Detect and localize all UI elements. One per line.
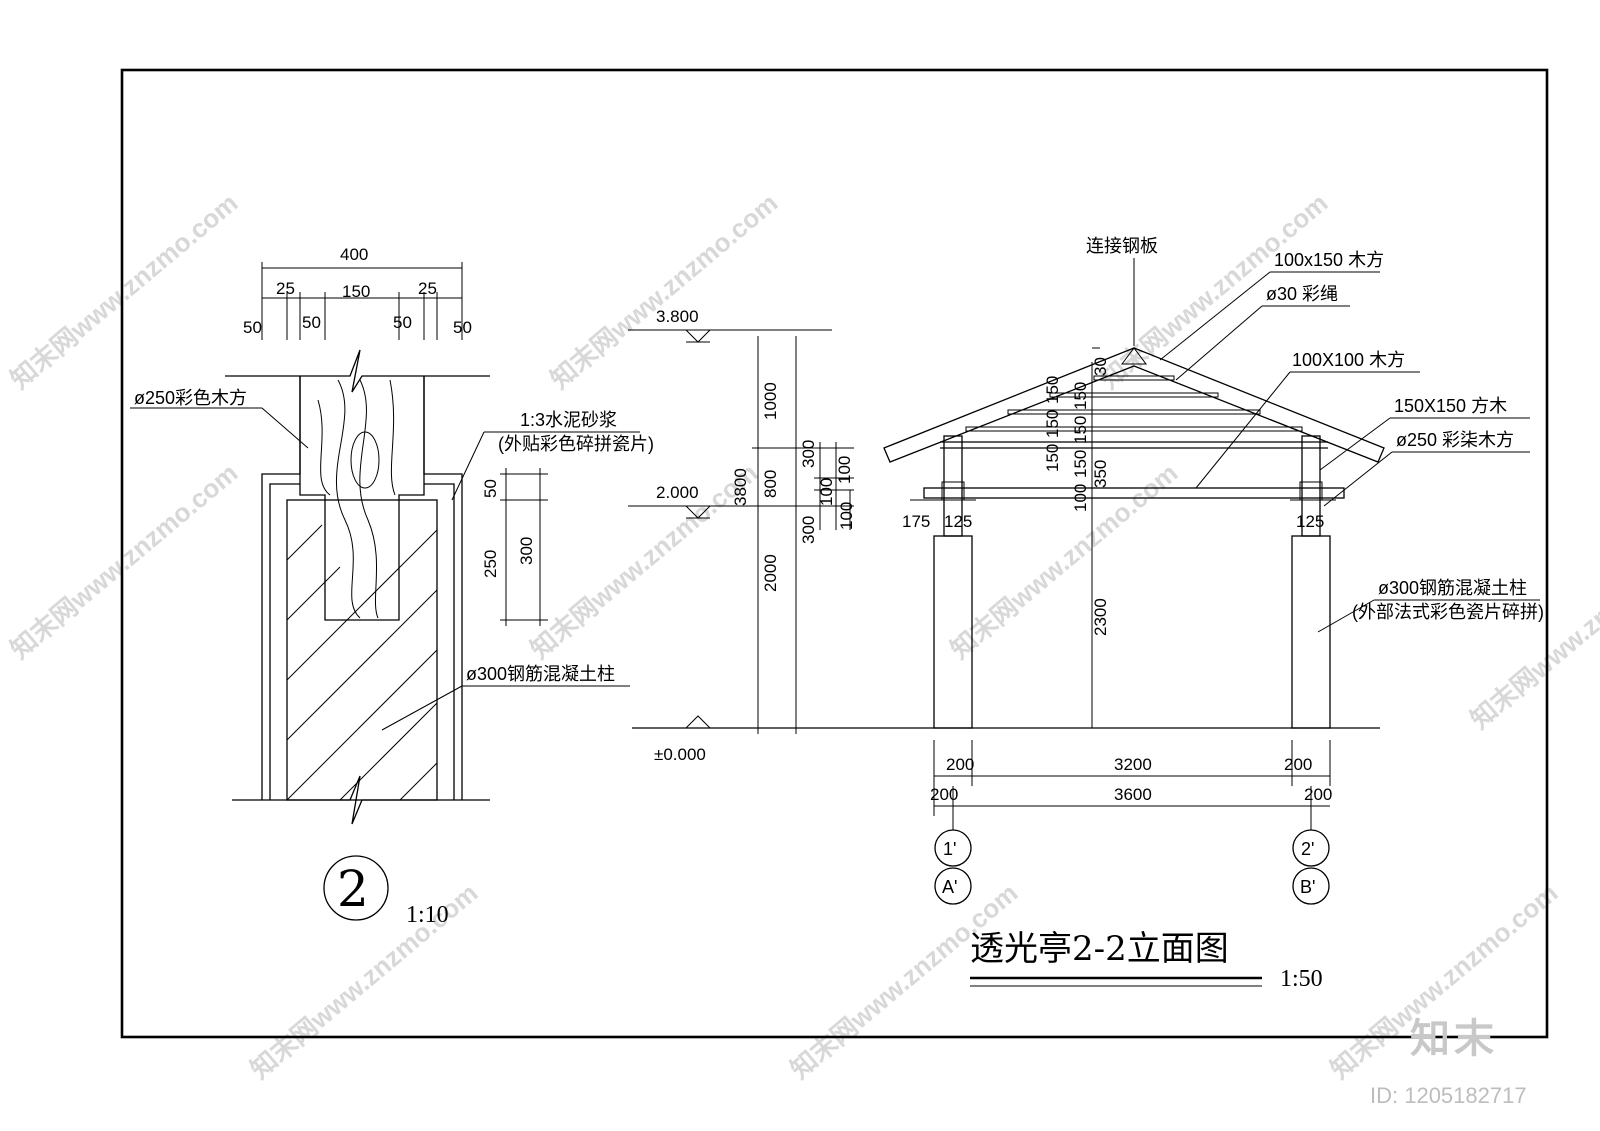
axis-label-a: A' [942, 877, 957, 897]
axis-bubble-1 [934, 829, 972, 867]
elevation-scale: 1:50 [1280, 966, 1323, 992]
roof-slope [883, 347, 1385, 463]
dim-150-r1: 150 [1071, 382, 1090, 410]
dim-50-a: 50 [243, 318, 262, 337]
column-detail: 400 25 150 25 50 50 50 50 [130, 245, 654, 928]
top-break-line [225, 349, 490, 393]
axis-label-2: 2' [1301, 839, 1314, 859]
label-mortar: 1:3水泥砂浆 [520, 410, 617, 430]
dim-150-l1: 150 [1043, 376, 1062, 404]
dim-250-vertical: 250 [481, 550, 500, 578]
dim-2300: 2300 [1091, 598, 1110, 636]
label-rope: ø30 彩绳 [1266, 284, 1338, 304]
watermark-text: 知末网www.znzmo.com [545, 187, 784, 394]
watermark-text: 知末网www.znzmo.com [5, 187, 244, 394]
dim-300-upper: 300 [799, 440, 818, 468]
label-column: ø300钢筋混凝土柱 [1378, 578, 1527, 598]
sheet-border [120, 68, 1549, 1039]
dim-125-right: 125 [1296, 512, 1324, 531]
dim-200-top-left: 200 [946, 755, 974, 774]
dim-100-beam: 100 [1071, 484, 1090, 512]
dim-25-right: 25 [418, 279, 437, 298]
watermark-text: 知末网www.znzmo.com [5, 457, 244, 664]
dim-175: 175 [902, 512, 930, 531]
axis-bubble-2 [1292, 829, 1330, 867]
concrete-column [286, 499, 438, 801]
dim-150-r3: 150 [1071, 450, 1090, 478]
label-100x100: 100X100 木方 [1292, 350, 1405, 370]
dim-300-lower: 300 [799, 516, 818, 544]
label-steel-plate: 连接钢板 [1086, 236, 1158, 256]
dim-50-c: 50 [393, 313, 412, 332]
beam-100x100 [923, 487, 1345, 499]
level-2000: 2.000 [656, 483, 699, 502]
dim-150-r2: 150 [1071, 416, 1090, 444]
label-100x150: 100x150 木方 [1274, 250, 1384, 270]
label-250: ø250 彩柒木方 [1396, 430, 1514, 450]
watermark-text: 知末网www.znzmo.com [525, 457, 764, 664]
dim-150-l3: 150 [1043, 444, 1062, 472]
dim-200-top-right: 200 [1284, 755, 1312, 774]
brand-watermark: 知末 [1410, 1017, 1498, 1061]
dim-100-upper: 100 [835, 456, 854, 484]
roof-purlins [965, 375, 1303, 432]
dim-150-l2: 150 [1043, 410, 1062, 438]
wood-post [299, 376, 425, 621]
axis-label-1: 1' [943, 839, 956, 859]
detail-scale: 1:10 [406, 902, 449, 928]
label-150x150: 150X150 方木 [1394, 396, 1507, 416]
dim-3600: 3600 [1114, 785, 1152, 804]
dim-2000: 2000 [761, 554, 780, 592]
detail-symbol [323, 855, 389, 921]
right-concrete-column [1291, 535, 1331, 729]
dim-50-b: 50 [302, 313, 321, 332]
dim-50-vertical: 50 [481, 479, 500, 498]
dim-800: 800 [761, 470, 780, 498]
detail-number: 2 [337, 860, 369, 918]
dim-25-left: 25 [276, 279, 295, 298]
dim-400: 400 [340, 245, 368, 264]
dim-350: 350 [1091, 460, 1110, 488]
axis-bubble-a [934, 867, 972, 905]
pavilion-elevation: 3.800 2.000 ±0.000 1000 800 3800 2000 30… [628, 236, 1544, 992]
dim-50-d: 50 [453, 318, 472, 337]
label-concrete-column: ø300钢筋混凝土柱 [466, 664, 615, 684]
dim-150: 150 [342, 282, 370, 301]
dim-3200: 3200 [1114, 755, 1152, 774]
level-3800: 3.800 [656, 307, 699, 326]
label-wood-post: ø250彩色木方 [134, 388, 247, 408]
dim-300-vertical: 300 [517, 537, 536, 565]
watermark-text: 知末网www.znzmo.com [785, 877, 1024, 1084]
elevation-title: 透光亭2-2立面图 [970, 929, 1229, 969]
axis-bubble-b [1292, 867, 1330, 905]
steel-plate [1121, 347, 1147, 365]
left-concrete-column [933, 535, 973, 729]
dim-100-lower: 100 [817, 478, 836, 506]
label-mortar-tile: (外贴彩色碎拼瓷片) [498, 434, 654, 454]
dim-1000: 1000 [761, 382, 780, 420]
image-id: ID: 1205182717 [1370, 1083, 1527, 1108]
dim-200-bottom-right: 200 [1304, 785, 1332, 804]
dim-200-bottom-left: 200 [930, 785, 958, 804]
dim-3800: 3800 [731, 468, 750, 506]
level-ground: ±0.000 [654, 745, 706, 764]
label-column-tile: (外部法式彩色瓷片碎拼) [1352, 602, 1544, 622]
dim-125-left: 125 [944, 512, 972, 531]
axis-label-b: B' [1300, 877, 1315, 897]
dim-30: 30 [1091, 357, 1110, 376]
dim-100-lowest: 100 [837, 502, 856, 530]
watermark-text: 知末网www.znzmo.com [1465, 527, 1600, 734]
